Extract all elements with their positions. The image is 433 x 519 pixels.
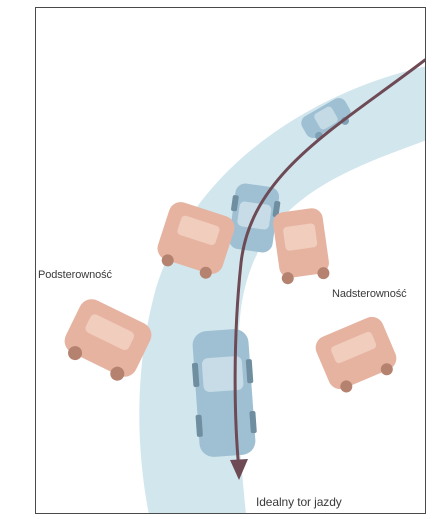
- diagram-frame: Podsterowność Nadsterowność Idealny tor …: [35, 7, 426, 514]
- understeer-car-lower: [58, 295, 156, 387]
- oversteer-label: Nadsterowność: [332, 288, 407, 300]
- oversteer-car-upper: [272, 207, 332, 285]
- oversteer-car-lower: [312, 313, 402, 397]
- diagram-illustration: [36, 8, 426, 514]
- understeer-label: Podsterowność: [38, 269, 112, 281]
- ideal-car-near: [190, 328, 259, 458]
- ideal-line-label: Idealny tor jazdy: [256, 495, 342, 509]
